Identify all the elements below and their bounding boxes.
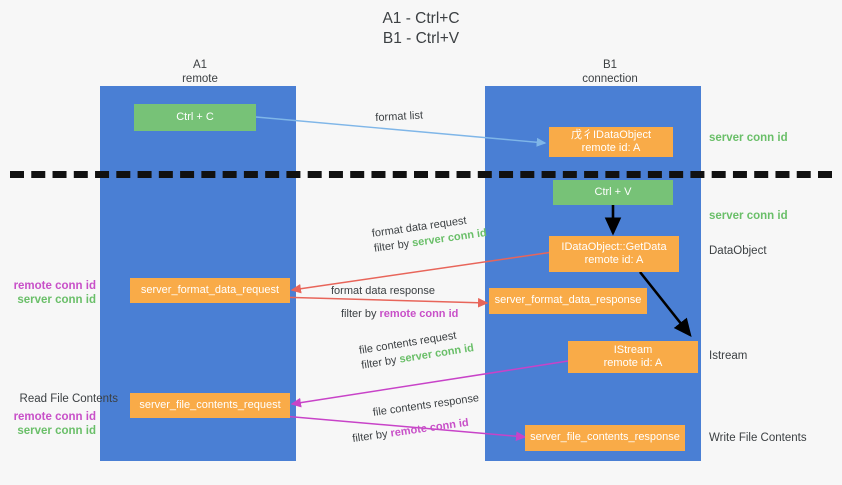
lane-header-a1: A1 remote	[182, 59, 218, 85]
note-server-conn-id-2: server conn id	[17, 425, 96, 437]
edge-label-prefix: filter by	[341, 308, 380, 320]
edge-label-line2: filter by remote conn id	[341, 307, 458, 322]
node-server-file-contents-response[interactable]: server_file_contents_response	[525, 425, 685, 451]
node-ctrl-c[interactable]: Ctrl + C	[134, 104, 256, 131]
node-server-file-contents-request[interactable]: server_file_contents_request	[130, 393, 290, 418]
node-ctrl-v[interactable]: Ctrl + V	[553, 180, 673, 205]
note-read-file-contents: Read File Contents	[19, 393, 118, 405]
lane-header-b1: B1 connection	[582, 59, 638, 85]
node-idataobject[interactable]: 戊彳IDataObject remote id: A	[549, 127, 673, 157]
note-server-conn-id-top: server conn id	[709, 132, 788, 144]
arrow-format-data-request	[290, 251, 554, 294]
arrow-format-list	[255, 116, 547, 147]
note-server-conn-id-mid: server conn id	[709, 210, 788, 222]
note-istream: Istream	[709, 350, 748, 362]
node-idataobject-getdata[interactable]: IDataObject::GetData remote id: A	[549, 236, 679, 272]
note-server-conn-id-1: server conn id	[17, 294, 96, 306]
note-remote-conn-id-1: remote conn id	[13, 280, 96, 292]
edge-label-prefix: filter by	[351, 427, 392, 445]
edge-label-prefix: filter by	[373, 237, 414, 255]
edge-label-format-list: format list	[375, 109, 424, 124]
node-server-format-data-response[interactable]: server_format_data_response	[489, 288, 647, 314]
note-remote-conn-id-2: remote conn id	[13, 411, 96, 423]
phase-divider	[10, 171, 832, 178]
note-dataobject: DataObject	[709, 245, 767, 257]
node-istream[interactable]: IStream remote id: A	[568, 341, 698, 373]
edge-label-line1: format data response	[331, 285, 435, 297]
arrow-file-contents-request	[290, 360, 569, 408]
arrow-getdata-to-istream	[638, 271, 692, 338]
edge-label-token: remote conn id	[379, 308, 459, 320]
node-server-format-data-request[interactable]: server_format_data_request	[130, 278, 290, 303]
note-write-file-contents: Write File Contents	[709, 432, 807, 444]
page-title: A1 - Ctrl+C B1 - Ctrl+V	[382, 10, 460, 47]
edge-label-format-data-response: format data response filter by remote co…	[331, 284, 458, 322]
